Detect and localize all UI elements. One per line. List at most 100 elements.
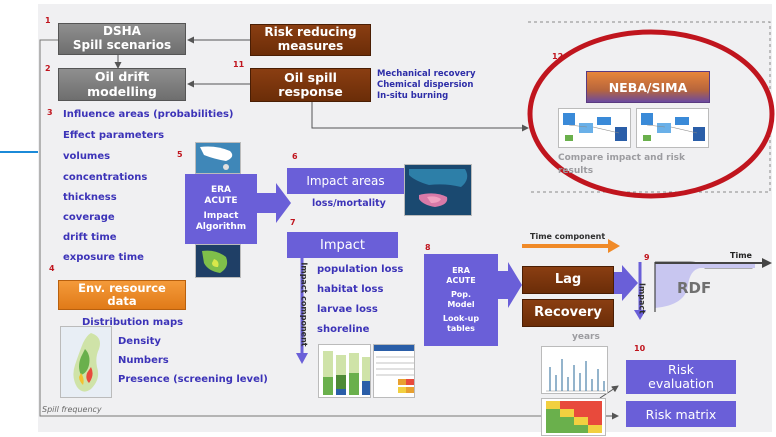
impact-table-graphic [374,345,414,393]
era-pop-line5: Look-up [442,314,480,323]
drift-output-item: drift time [63,232,117,243]
env-resource-line1: Env. resource [78,280,166,295]
step-number-12: 12 [552,52,564,61]
risk-evaluation-line1: Risk [668,362,694,378]
era-pop-line6: tables [447,324,475,333]
era-pop-line4: Model [447,300,475,309]
impact-areas-subtitle: loss/mortality [312,198,386,209]
step-number-4: 4 [49,264,55,273]
impact-item: shoreline [317,324,370,335]
era-acute-impact-box: ERA ACUTE Impact Algorithm [185,174,257,244]
map-graphic [73,333,100,392]
env-item-presence: Presence (screening level) [118,374,268,385]
neba-sima-box: NEBA/SIMA [586,71,710,103]
risk-line-chart-image [541,346,608,394]
impact-axis-label: Impact [637,282,647,314]
step-number-9: 9 [644,253,650,262]
era-acute-pop-model-box: ERA ACUTE Pop. Model Look-up tables [424,254,498,346]
oil-drift-map-image [195,142,241,174]
dsha-subtitle: Spill scenarios [72,38,172,52]
impact-bars-graphic [323,351,370,395]
era-acute-line4: Algorithm [195,221,247,232]
risk-matrix-label: Risk matrix [645,406,717,422]
spill-frequency-label: Spill frequency [42,405,102,414]
risk-matrix-graphic [546,401,602,433]
rdf-time-label: Time [730,251,752,260]
drift-output-item: concentrations [63,172,148,183]
dsha-title: DSHA [103,24,141,39]
era-acute-line2: ACUTE [204,196,238,207]
response-methods: Mechanical recovery Chemical dispersion … [377,69,476,102]
impact-box: Impact [287,232,398,258]
step-number-11: 11 [233,60,245,69]
lag-box: Lag [522,266,614,294]
left-accent-line [0,151,38,153]
drift-output-item: exposure time [63,252,144,263]
step-number-1: 1 [45,16,51,25]
impact-areas-title: Impact areas [306,174,385,188]
risk-reducing-line2: measures [277,39,344,53]
risk-line-chart-graphic [546,359,606,392]
response-method: Chemical dispersion [377,80,474,91]
oil-spill-line2: response [278,84,343,99]
drift-output-item: Effect parameters [63,130,165,141]
impact-map-graphic [196,245,240,277]
risk-matrix-image [541,398,606,436]
time-component-label: Time component [530,232,606,241]
impact-item: habitat loss [317,284,384,295]
era-pop-line2: ACUTE [446,276,476,285]
env-item-numbers: Numbers [118,355,169,366]
drift-output-item: volumes [63,151,111,162]
env-resource-line2: data [107,294,137,308]
oil-drift-line1: Oil drift [94,69,150,85]
dsha-spill-scenarios-box: DSHA Spill scenarios [58,23,186,55]
rdf-label: RDF [677,279,712,297]
risk-reducing-measures-box: Risk reducing measures [250,24,371,56]
neba-chart-image-right [636,108,709,148]
risk-reducing-line1: Risk reducing [264,25,357,40]
risk-evaluation-line2: evaluation [648,376,714,391]
risk-evaluation-box: Risk evaluation [626,360,736,394]
recovery-label: Recovery [534,304,602,320]
step-number-5: 5 [177,150,183,159]
impact-component-label: Impact component [299,262,309,347]
impact-table-image [373,344,415,398]
step-number-2: 2 [45,64,51,73]
env-item-distribution-maps: Distribution maps [82,317,184,328]
impact-item: larvae loss [317,304,378,315]
neba-chart-left-graphic [563,113,627,141]
step-number-8: 8 [425,243,431,252]
era-pop-line1: ERA [452,266,470,275]
neba-caption-line2: results [558,166,594,176]
env-resource-data-box: Env. resource data [58,280,186,310]
neba-chart-image-left [558,108,631,148]
step-number-3: 3 [47,108,53,117]
distribution-map-image [60,326,112,398]
impact-map-image [195,244,241,278]
era-pop-line3: Pop. [450,290,472,299]
drift-output-item: thickness [63,192,117,203]
step-number-7: 7 [290,218,296,227]
impact-areas-graphic [405,165,471,215]
oil-drift-line2: modelling [87,83,157,99]
risk-matrix-box: Risk matrix [626,401,736,427]
neba-sima-title: NEBA/SIMA [608,79,688,95]
impact-areas-box: Impact areas [287,168,404,194]
oil-spill-line1: Oil spill [284,69,337,85]
response-method: Mechanical recovery [377,69,476,79]
era-acute-line1: ERA [210,185,232,195]
drift-map-graphic [196,143,240,173]
impact-areas-map-image [404,164,472,216]
era-acute-line3: Impact [203,210,239,221]
drift-output-item: coverage [63,212,115,223]
impact-item: population loss [317,264,404,275]
oil-spill-response-box: Oil spill response [250,68,371,102]
env-item-density: Density [118,336,161,347]
step-number-6: 6 [292,152,298,161]
response-method: In-situ burning [377,91,449,102]
recovery-box: Recovery [522,299,614,327]
neba-chart-right-graphic [641,113,705,141]
neba-caption-line1: Compare impact and risk [558,153,686,163]
